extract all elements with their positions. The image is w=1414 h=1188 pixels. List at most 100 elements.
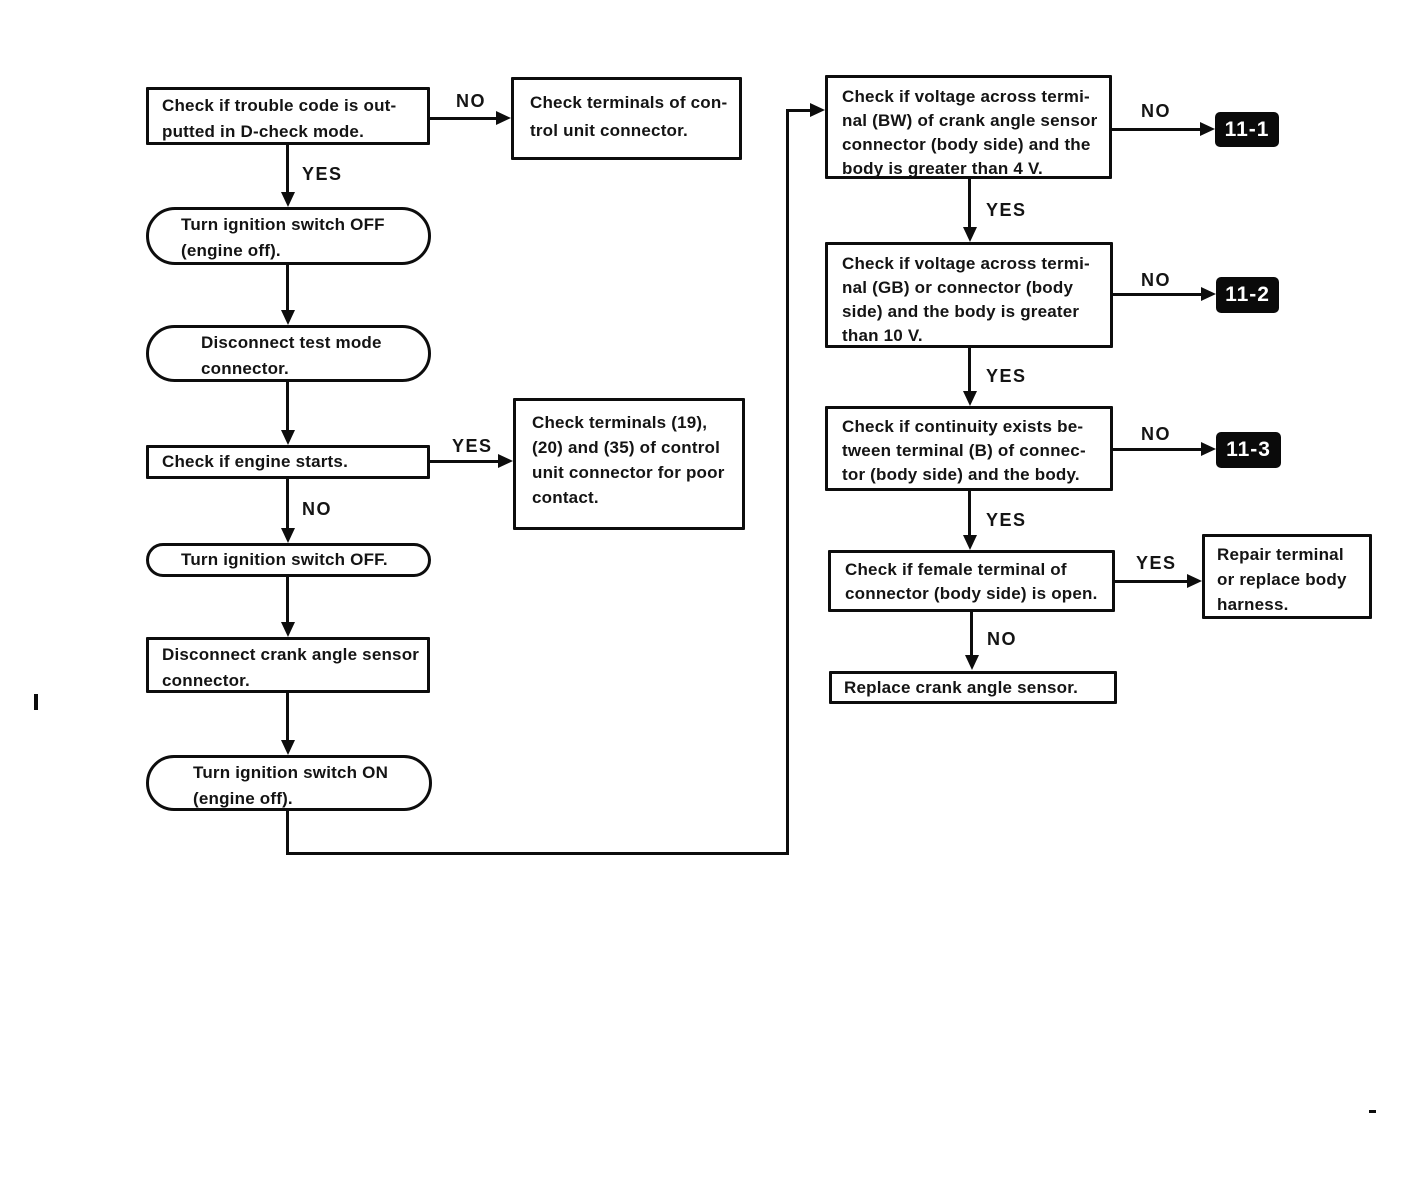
badge-ref-11-3: 11-3 <box>1216 432 1281 468</box>
edge-label-yes: YES <box>1136 553 1177 573</box>
node-text-line: side) and the body is greater <box>842 302 1080 321</box>
node-text-line: Check if voltage across termi- <box>842 87 1090 106</box>
node-text-line: connector (body side) and the <box>842 135 1091 154</box>
node-text-line: Turn ignition switch OFF. <box>181 550 388 569</box>
edge-label-yes: YES <box>986 200 1027 220</box>
node-engine-starts: Check if engine starts. <box>146 445 430 479</box>
edge-label-yes: YES <box>986 366 1027 386</box>
route-top-segment <box>786 109 812 112</box>
node-text-line: Repair terminal <box>1217 545 1344 564</box>
route-bottom-segment <box>286 852 789 855</box>
node-text-line: connector. <box>162 671 250 690</box>
node-continuity-b: Check if continuity exists be- tween ter… <box>825 406 1113 491</box>
edge-label-no: NO <box>1141 270 1171 290</box>
edge-label-no: NO <box>456 91 486 111</box>
node-text-line: nal (GB) or connector (body <box>842 278 1074 297</box>
node-repair-terminal: Repair terminal or replace body harness. <box>1202 534 1372 619</box>
node-text-line: Turn ignition switch ON <box>193 763 389 782</box>
node-text-line: Check if continuity exists be- <box>842 417 1084 436</box>
node-text-line: Disconnect test mode <box>201 333 382 352</box>
node-text-line: than 10 V. <box>842 326 923 345</box>
node-text-line: Check if engine starts. <box>162 452 348 471</box>
edge-gb-to-badge2-line <box>1113 293 1203 296</box>
edge-continuity-to-badge3-line <box>1113 448 1203 451</box>
edge-ignitionoff-to-testmode-arrowhead <box>281 310 295 325</box>
node-disconnect-test-mode: Disconnect test mode connector. <box>146 325 431 382</box>
node-text-line: Check terminals of con- <box>530 93 728 112</box>
node-check-terminals-control-unit: Check terminals of con- trol unit connec… <box>511 77 742 160</box>
edge-female-to-repair-arrowhead <box>1187 574 1202 588</box>
node-text-line: (20) and (35) of control <box>532 438 721 457</box>
edge-gb-to-badge2-arrowhead <box>1201 287 1216 301</box>
node-text-line: connector. <box>201 359 289 378</box>
edge-female-to-repair-line <box>1115 580 1189 583</box>
edge-bw-to-badge1-arrowhead <box>1200 122 1215 136</box>
node-text-line: contact. <box>532 488 599 507</box>
node-text-line: putted in D-check mode. <box>162 122 365 141</box>
node-text-line: nal (BW) of crank angle sensor <box>842 111 1098 130</box>
edge-label-yes: YES <box>986 510 1027 530</box>
edge-label-no: NO <box>1141 101 1171 121</box>
badge-ref-11-1: 11-1 <box>1215 112 1279 147</box>
node-text-line: (engine off). <box>193 789 293 808</box>
edge-enginestarts-to-terminals19-arrowhead <box>498 454 513 468</box>
route-down-segment <box>286 811 289 855</box>
edge-bw-to-badge1-line <box>1112 128 1202 131</box>
node-ignition-on-engine-off: Turn ignition switch ON (engine off). <box>146 755 432 811</box>
edge-label-yes: YES <box>452 436 493 456</box>
edge-gb-to-continuity-arrowhead <box>963 391 977 406</box>
stray-tick-mark <box>34 694 38 710</box>
edge-continuity-to-badge3-arrowhead <box>1201 442 1216 456</box>
node-ignition-off-engine-off: Turn ignition switch OFF (engine off). <box>146 207 431 265</box>
node-text-line: or replace body <box>1217 570 1347 589</box>
node-text-line: tor (body side) and the body. <box>842 465 1080 484</box>
edge-ignitionoff2-to-crank-arrowhead <box>281 622 295 637</box>
node-disconnect-crank-sensor: Disconnect crank angle sensor connector. <box>146 637 430 693</box>
node-text-line: Replace crank angle sensor. <box>844 677 1079 697</box>
edge-label-yes: YES <box>302 164 343 184</box>
node-text-line: trol unit connector. <box>530 121 688 140</box>
node-text-line: harness. <box>1217 595 1289 614</box>
node-voltage-bw: Check if voltage across termi- nal (BW) … <box>825 75 1112 179</box>
edge-testmode-to-enginestarts-line <box>286 382 289 432</box>
edge-female-to-replace-line <box>970 612 973 657</box>
route-up-segment <box>786 109 789 855</box>
edge-trouble-to-terminals-arrowhead <box>496 111 511 125</box>
node-text-line: (engine off). <box>181 241 281 260</box>
node-text-line: body is greater than 4 V. <box>842 159 1043 178</box>
node-check-terminals-19-20-35: Check terminals (19), (20) and (35) of c… <box>513 398 745 530</box>
edge-bw-to-gb-arrowhead <box>963 227 977 242</box>
edge-testmode-to-enginestarts-arrowhead <box>281 430 295 445</box>
edge-enginestarts-to-ignitionoff2-line <box>286 479 289 530</box>
node-text-line: Check terminals (19), <box>532 413 708 432</box>
node-text-line: Check if voltage across termi- <box>842 254 1090 273</box>
node-trouble-code: Check if trouble code is out- putted in … <box>146 87 430 145</box>
edge-label-no: NO <box>987 629 1017 649</box>
node-ignition-off: Turn ignition switch OFF. <box>146 543 431 577</box>
edge-ignitionoff2-to-crank-line <box>286 577 289 624</box>
node-text-line: Turn ignition switch OFF <box>181 215 385 234</box>
node-text-line: Check if female terminal of <box>845 560 1067 579</box>
node-text-line: tween terminal (B) of connec- <box>842 441 1086 460</box>
node-voltage-gb: Check if voltage across termi- nal (GB) … <box>825 242 1113 348</box>
edge-trouble-to-ignitionoff-arrowhead <box>281 192 295 207</box>
edge-continuity-to-female-line <box>968 491 971 537</box>
edge-crank-to-ignitionon-line <box>286 693 289 742</box>
edge-continuity-to-female-arrowhead <box>963 535 977 550</box>
edge-label-no: NO <box>302 499 332 519</box>
route-arrowhead <box>810 103 825 117</box>
node-text-line: Check if trouble code is out- <box>162 96 397 115</box>
badge-ref-11-2: 11-2 <box>1216 277 1279 313</box>
node-text-line: Disconnect crank angle sensor <box>162 645 420 664</box>
edge-enginestarts-to-terminals19-line <box>430 460 500 463</box>
edge-label-no: NO <box>1141 424 1171 444</box>
edge-enginestarts-to-ignitionoff2-arrowhead <box>281 528 295 543</box>
edge-trouble-to-ignitionoff-line <box>286 145 289 194</box>
edge-gb-to-continuity-line <box>968 348 971 393</box>
edge-female-to-replace-arrowhead <box>965 655 979 670</box>
node-replace-sensor: Replace crank angle sensor. <box>829 671 1117 704</box>
edge-bw-to-gb-line <box>968 179 971 229</box>
stray-dash-mark <box>1369 1110 1376 1113</box>
edge-ignitionoff-to-testmode-line <box>286 265 289 312</box>
